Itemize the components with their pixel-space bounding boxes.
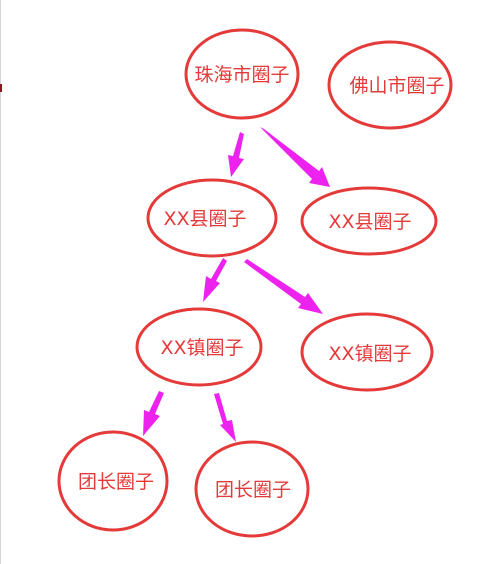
window-edge-mark bbox=[0, 84, 2, 92]
arrow-town-a-to-group-b bbox=[214, 393, 236, 442]
window-left-border bbox=[0, 0, 1, 564]
arrow-county-a-to-town-a bbox=[203, 258, 227, 302]
node-town-a: XX镇圈子 bbox=[135, 307, 263, 387]
node-group-b: 团长圈子 bbox=[194, 440, 310, 538]
node-county-b: XX县圈子 bbox=[300, 186, 438, 256]
node-county-a: XX县圈子 bbox=[146, 178, 278, 258]
node-zhuhai: 珠海市圈子 bbox=[184, 28, 300, 120]
node-town-a-label: XX镇圈子 bbox=[160, 337, 243, 359]
node-foshan-label: 佛山市圈子 bbox=[349, 75, 444, 97]
node-zhuhai-label: 珠海市圈子 bbox=[194, 64, 289, 86]
node-group-a: 团长圈子 bbox=[57, 430, 169, 532]
node-town-b-label: XX镇圈子 bbox=[328, 343, 411, 365]
arrow-zhuhai-to-county-a bbox=[228, 132, 244, 177]
arrow-county-a-to-town-b bbox=[244, 259, 323, 314]
arrow-zhuhai-to-county-b bbox=[260, 127, 330, 187]
node-town-b: XX镇圈子 bbox=[300, 312, 434, 392]
node-foshan: 佛山市圈子 bbox=[327, 40, 453, 130]
arrow-town-a-to-group-a bbox=[143, 391, 164, 436]
node-county-a-label: XX县圈子 bbox=[163, 208, 246, 230]
node-group-a-label: 团长圈子 bbox=[78, 471, 154, 493]
node-group-b-label: 团长圈子 bbox=[215, 479, 291, 501]
node-county-b-label: XX县圈子 bbox=[328, 211, 411, 233]
